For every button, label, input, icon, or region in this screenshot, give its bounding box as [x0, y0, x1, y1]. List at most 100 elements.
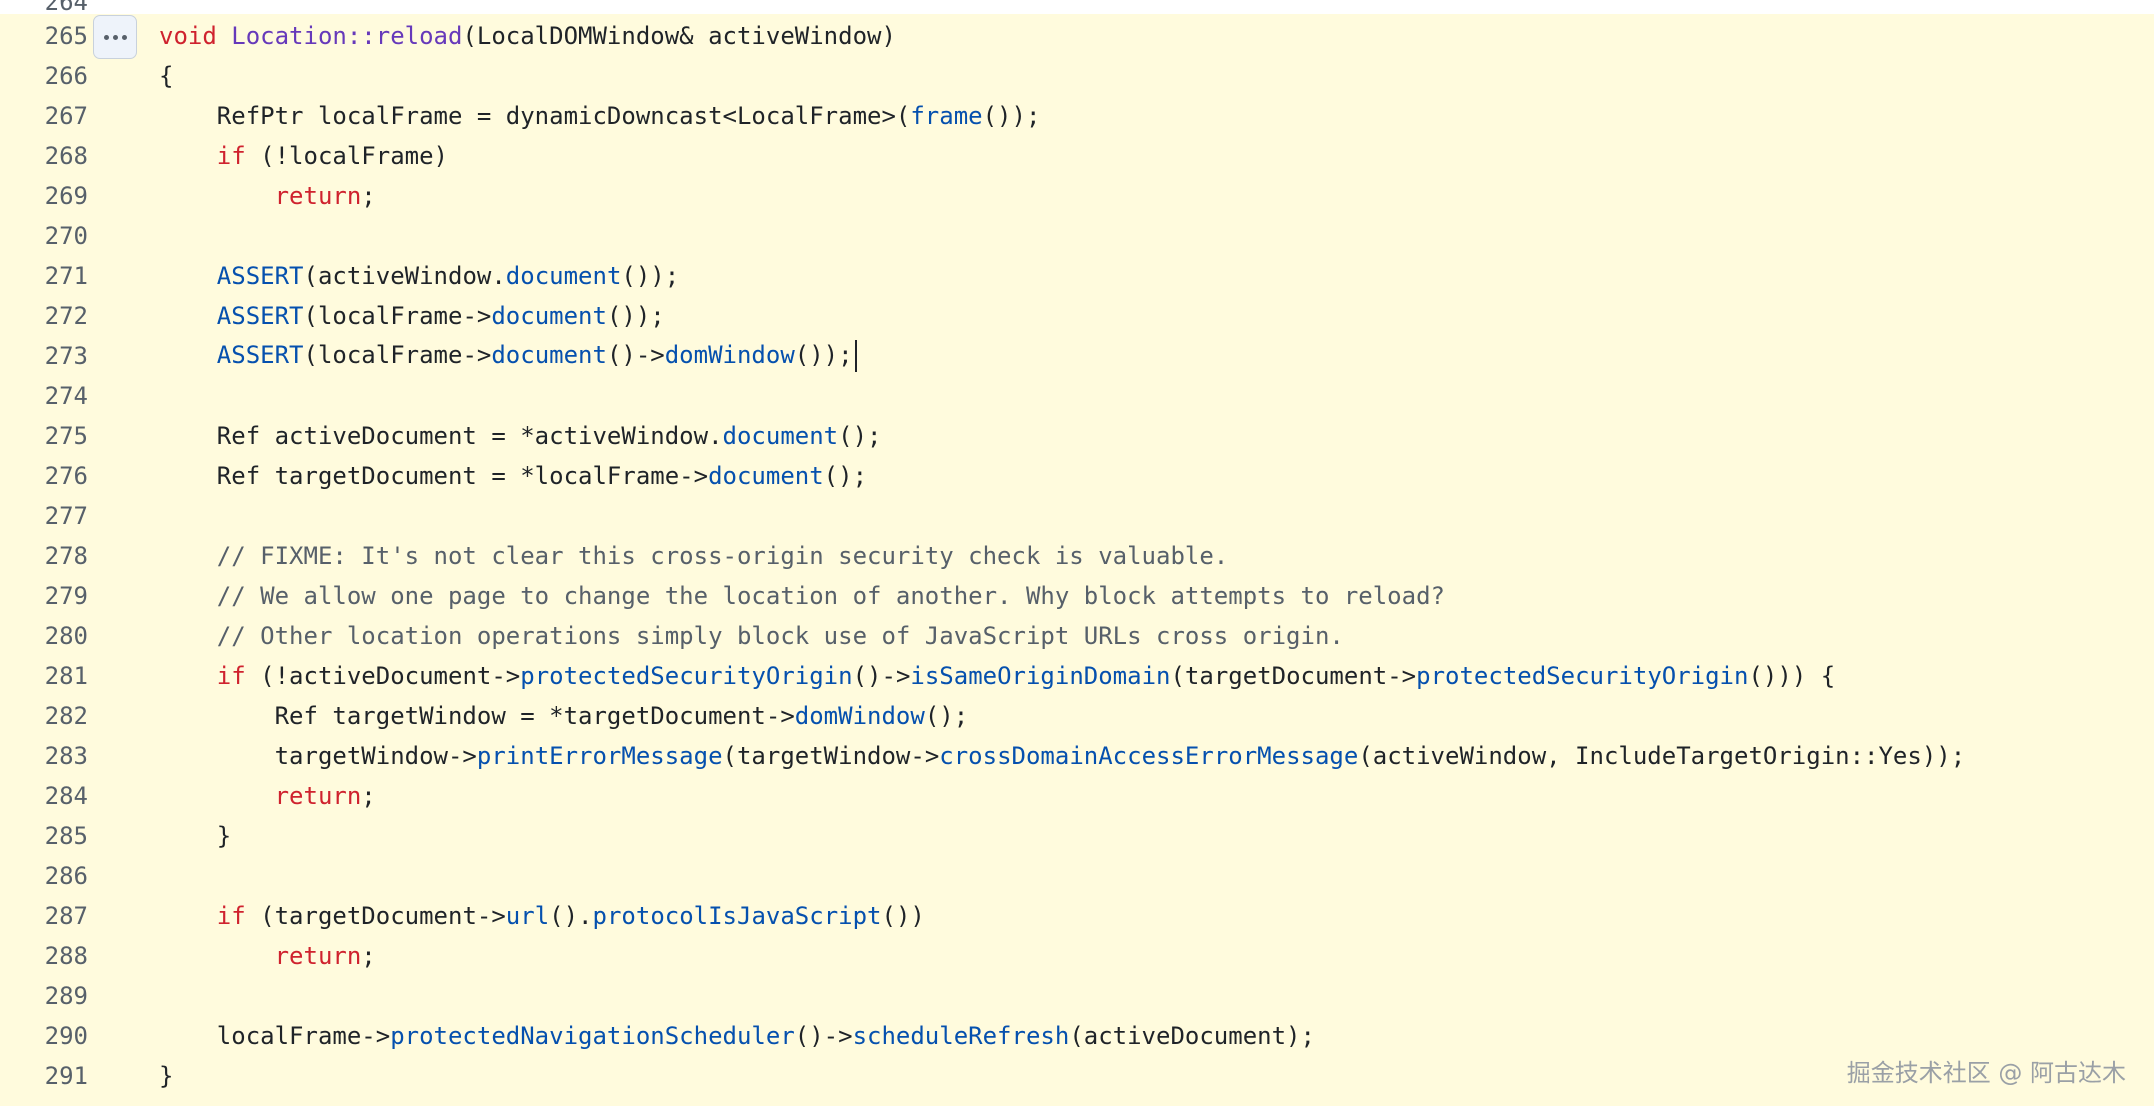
code-line: 272 ASSERT(localFrame->document());	[0, 296, 2154, 336]
line-number[interactable]: 277	[44, 502, 88, 530]
ellipsis-icon	[103, 34, 109, 40]
code-token: ());	[606, 302, 665, 330]
line-number[interactable]: 291	[44, 1062, 88, 1090]
code-token: Ref targetDocument = *localFrame->	[159, 462, 709, 490]
code-token: (targetWindow->	[722, 742, 940, 770]
code-token: ()->	[794, 1022, 853, 1050]
line-number[interactable]: 268	[44, 142, 88, 170]
code-token: document	[708, 462, 824, 490]
line-number[interactable]: 265	[44, 22, 88, 50]
code-line: 278 // FIXME: It's not clear this cross-…	[0, 536, 2154, 576]
code-text[interactable]: return;	[159, 782, 376, 810]
code-text[interactable]: Ref activeDocument = *activeWindow.docum…	[159, 422, 882, 450]
code-token: document	[722, 422, 839, 450]
code-line: 265 void Location::reload(LocalDOMWindow&…	[0, 16, 2154, 56]
line-number[interactable]: 267	[44, 102, 88, 130]
code-token: scheduleRefresh	[852, 1022, 1070, 1050]
code-token	[159, 582, 217, 610]
code-text[interactable]: // FIXME: It's not clear this cross-orig…	[159, 542, 1228, 570]
line-number[interactable]: 272	[44, 302, 88, 330]
line-number[interactable]: 289	[44, 982, 88, 1010]
code-token: ASSERT	[216, 262, 304, 290]
line-number[interactable]: 287	[44, 902, 88, 930]
code-token: ())	[881, 902, 925, 930]
code-text[interactable]: if (!localFrame)	[159, 142, 448, 170]
ellipsis-icon-dot	[112, 34, 118, 40]
line-number[interactable]: 281	[44, 662, 88, 690]
code-line: 270	[0, 216, 2154, 256]
code-line: 266 {	[0, 56, 2154, 96]
line-number[interactable]: 290	[44, 1022, 88, 1050]
ellipsis-icon-dot	[121, 34, 127, 40]
code-text[interactable]: if (targetDocument->url().protocolIsJava…	[159, 902, 925, 930]
line-number[interactable]: 273	[44, 342, 88, 370]
line-number[interactable]: 279	[44, 582, 88, 610]
code-token	[159, 902, 217, 930]
line-number[interactable]: 266	[44, 62, 88, 90]
code-text[interactable]: return;	[159, 942, 376, 970]
code-token: localFrame->	[159, 1022, 391, 1050]
line-number[interactable]: 274	[44, 382, 88, 410]
line-number[interactable]: 283	[44, 742, 88, 770]
code-token: // FIXME: It's not clear this cross-orig…	[216, 542, 1229, 570]
code-text[interactable]: targetWindow->printErrorMessage(targetWi…	[159, 742, 1966, 770]
code-token: // We allow one page to change the locat…	[216, 582, 1445, 610]
partial-line-number: 264	[44, 0, 88, 16]
code-token: ();	[924, 702, 969, 730]
code-token: (!localFrame)	[245, 142, 448, 170]
code-line: 287 if (targetDocument->url().protocolIs…	[0, 896, 2154, 936]
code-token: ASSERT	[216, 302, 304, 330]
code-line: 269 return;	[0, 176, 2154, 216]
code-block: 265 void Location::reload(LocalDOMWindow&…	[0, 14, 2154, 1106]
code-text[interactable]: ASSERT(localFrame->document());	[159, 302, 665, 330]
line-number[interactable]: 269	[44, 182, 88, 210]
line-number[interactable]: 285	[44, 822, 88, 850]
code-token: ()->	[852, 662, 911, 690]
code-text[interactable]: if (!activeDocument->protectedSecurityOr…	[159, 662, 1835, 690]
line-number[interactable]: 276	[44, 462, 88, 490]
line-number[interactable]: 275	[44, 422, 88, 450]
code-token: if	[216, 142, 246, 170]
code-line: 268 if (!localFrame)	[0, 136, 2154, 176]
code-text[interactable]: ASSERT(localFrame->document()->domWindow…	[159, 340, 857, 372]
code-token	[159, 262, 217, 290]
line-number[interactable]: 282	[44, 702, 88, 730]
line-number[interactable]: 271	[44, 262, 88, 290]
code-token: }	[159, 822, 232, 850]
code-token: if	[216, 662, 246, 690]
code-token: return	[274, 182, 362, 210]
code-text[interactable]: // Other location operations simply bloc…	[159, 622, 1344, 650]
code-token: (targetDocument->	[1170, 662, 1417, 690]
line-number[interactable]: 278	[44, 542, 88, 570]
expand-lines-button[interactable]	[93, 15, 137, 59]
code-line: 277	[0, 496, 2154, 536]
code-token: (activeWindow, IncludeTargetOrigin::Yes)…	[1358, 742, 1966, 770]
code-token: (targetDocument->	[245, 902, 506, 930]
code-token: return	[274, 942, 362, 970]
code-token: ASSERT	[216, 341, 304, 369]
code-text[interactable]: return;	[159, 182, 376, 210]
line-number[interactable]: 284	[44, 782, 88, 810]
code-token	[159, 182, 275, 210]
code-line: 288 return;	[0, 936, 2154, 976]
code-text[interactable]: localFrame->protectedNavigationScheduler…	[159, 1022, 1315, 1050]
line-number[interactable]: 280	[44, 622, 88, 650]
code-text[interactable]: RefPtr localFrame = dynamicDowncast<Loca…	[159, 102, 1041, 130]
code-token: protectedSecurityOrigin	[1416, 662, 1749, 690]
code-token: ());	[621, 262, 680, 290]
line-number[interactable]: 270	[44, 222, 88, 250]
code-token: (activeDocument);	[1069, 1022, 1315, 1050]
code-token: ;	[361, 182, 376, 210]
code-text[interactable]: // We allow one page to change the locat…	[159, 582, 1445, 610]
code-text[interactable]: void Location::reload(LocalDOMWindow& ac…	[159, 22, 896, 50]
code-token: if	[216, 902, 246, 930]
code-text[interactable]: Ref targetWindow = *targetDocument->domW…	[159, 702, 969, 730]
code-text[interactable]: ASSERT(activeWindow.document());	[159, 262, 679, 290]
code-text[interactable]: {	[159, 62, 173, 90]
code-line: 283 targetWindow->printErrorMessage(targ…	[0, 736, 2154, 776]
code-text[interactable]: }	[159, 822, 231, 850]
code-text[interactable]: }	[159, 1062, 173, 1090]
line-number[interactable]: 288	[44, 942, 88, 970]
code-text[interactable]: Ref targetDocument = *localFrame->docume…	[159, 462, 867, 490]
line-number[interactable]: 286	[44, 862, 88, 890]
